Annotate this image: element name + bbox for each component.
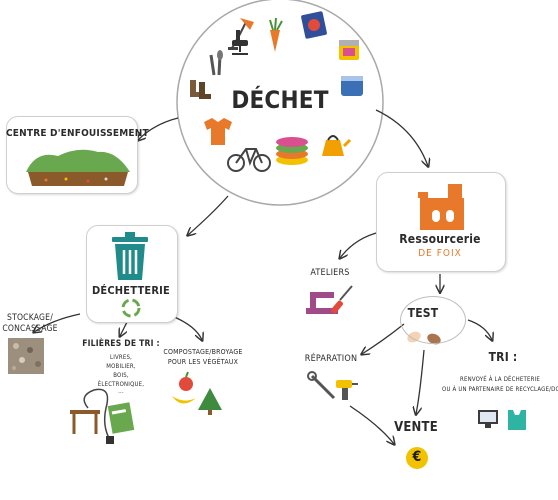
filieres-item: ... — [118, 388, 124, 395]
cutlery-icon — [209, 50, 223, 76]
arrow-reparation-to-vente — [349, 405, 394, 444]
stockage-label-line1: STOCKAGE/ — [7, 313, 53, 323]
banana-icon — [172, 396, 196, 404]
arrow-to-landfill — [138, 117, 179, 140]
paint-can-icon — [339, 40, 359, 60]
tank-top-icon — [508, 410, 526, 430]
power-cable-icon — [83, 388, 114, 444]
plates-icon — [276, 137, 308, 165]
filieres-item: ÉLECTRONIQUE, — [97, 381, 145, 388]
book-icon — [107, 402, 135, 434]
power-drill-icon — [336, 380, 358, 400]
arrow-to-compost — [171, 315, 202, 340]
filieres-item: MOBILIER, — [106, 363, 136, 370]
ateliers-label: ATELIERS — [310, 268, 350, 278]
carrot-icon — [269, 17, 283, 52]
compost-label-line2: POUR LES VÉGÉTAUX — [167, 358, 239, 366]
office-chair-icon — [232, 30, 248, 55]
table-icon — [70, 410, 100, 434]
rubble-pile-icon — [8, 338, 44, 374]
wrench-icon — [307, 371, 336, 400]
arrow-test-to-vente — [416, 349, 425, 414]
arrow-to-tri — [467, 319, 492, 340]
arrow-to-ressourcerie — [375, 109, 428, 166]
euro-symbol: € — [412, 449, 422, 465]
landfill-label: CENTRE D'ENFOUISSEMENT — [6, 128, 149, 139]
fir-tree-icon — [198, 388, 222, 415]
apple-icon — [179, 371, 193, 391]
test-oval — [400, 296, 466, 344]
arrow-to-stockage — [34, 313, 81, 332]
reparation-label: RÉPARATION — [304, 354, 358, 364]
filieres-item: LIVRES, — [110, 354, 132, 361]
bicycle-icon — [227, 148, 271, 172]
ressourcerie-subtitle: DE FOIX — [418, 248, 462, 259]
dechet-title: DÉCHET — [231, 86, 329, 114]
tshirt-icon — [204, 118, 232, 145]
cereal-box-icon — [301, 11, 327, 39]
arrow-to-ateliers — [340, 231, 381, 258]
screwdriver-icon — [331, 285, 353, 314]
euro-coin-icon — [406, 447, 428, 469]
arrow-to-reparation — [362, 323, 405, 354]
sewing-machine-icon — [306, 292, 338, 314]
tri-line2: OU À UN PARTENAIRE DE RECYCLAGE/DON — [442, 386, 558, 393]
blue-container-icon — [341, 76, 363, 96]
tri-title: TRI : — [488, 350, 518, 364]
kettle-icon — [322, 135, 352, 156]
dechetterie-label: DÉCHETTERIE — [91, 284, 171, 297]
tri-line1: RENVOYÉ À LA DÉCHETERIE — [460, 376, 540, 383]
filieres-item: BOIS, — [113, 372, 129, 379]
computer-monitor-icon — [478, 410, 498, 428]
compost-label-line1: COMPOSTAGE/BROYAGE — [163, 348, 243, 356]
filieres-title: FILIÈRES DE TRI : — [82, 339, 160, 349]
dechetterie-box — [86, 225, 178, 323]
ressourcerie-name: Ressourcerie — [399, 232, 481, 246]
stockage-label-line2: CONCASSAGE — [2, 324, 58, 334]
vente-label: VENTE — [394, 420, 438, 435]
arrow-to-dechetterie — [188, 195, 229, 235]
boots-icon — [190, 80, 211, 99]
